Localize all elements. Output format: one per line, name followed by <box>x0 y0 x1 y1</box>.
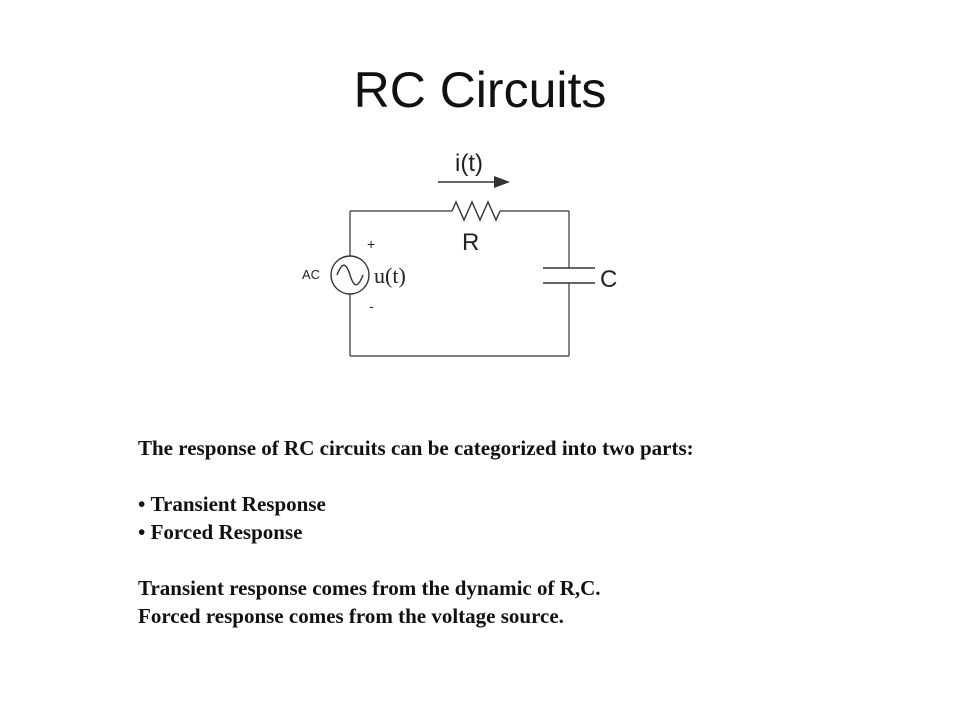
slide-body: The response of RC circuits can be categ… <box>138 434 938 630</box>
resistor-label: R <box>462 229 479 256</box>
forced-explanation: Forced response comes from the voltage s… <box>138 604 564 628</box>
plus-label: + <box>367 236 375 252</box>
source-type-label: AC <box>302 267 320 282</box>
capacitor-label: C <box>600 266 617 293</box>
bullet-item-transient: Transient Response <box>138 490 938 518</box>
current-label: i(t) <box>455 150 483 177</box>
circuit-wires <box>349 210 570 357</box>
intro-text: The response of RC circuits can be categ… <box>138 436 694 460</box>
bullet-item-forced: Forced Response <box>138 518 938 546</box>
slide-title: RC Circuits <box>353 62 607 118</box>
rc-circuit-diagram: i(t) R C AC u(t) + - <box>302 150 617 357</box>
source-voltage-label: u(t) <box>374 263 406 288</box>
minus-label: - <box>369 298 374 314</box>
spacer <box>138 546 938 574</box>
response-types-list: Transient Response Forced Response <box>138 490 938 546</box>
transient-explanation: Transient response comes from the dynami… <box>138 576 601 600</box>
current-arrow <box>438 176 510 188</box>
resistor-symbol <box>451 200 501 222</box>
spacer <box>138 462 938 490</box>
capacitor-symbol <box>543 267 595 284</box>
ac-source-symbol <box>330 255 370 295</box>
